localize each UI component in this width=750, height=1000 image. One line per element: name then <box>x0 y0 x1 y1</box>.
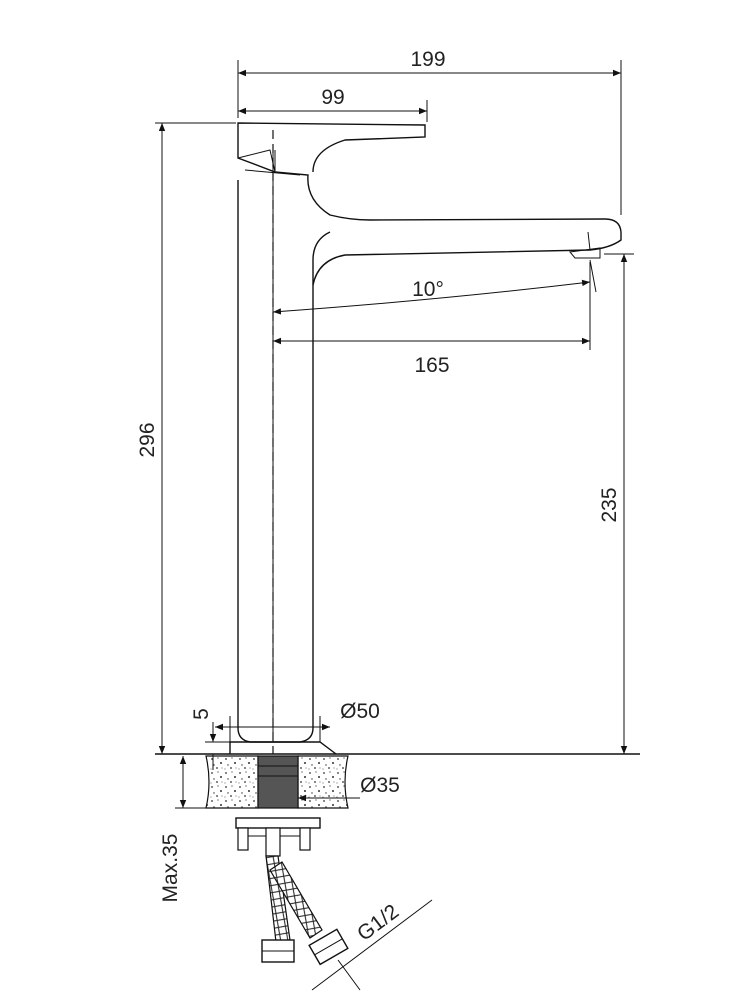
dim-max-counter-label: Max.35 <box>159 834 182 903</box>
flexible-hoses <box>261 855 349 966</box>
faucet-column <box>237 180 331 743</box>
hose-nut-right <box>308 928 349 966</box>
mounting-hardware <box>235 817 321 857</box>
mounting-plate <box>235 817 321 829</box>
dim-spout-reach: 165 <box>273 262 591 377</box>
dim-spout-height: 235 <box>598 253 634 754</box>
dim-spout-angle: 10° <box>272 259 597 315</box>
dim-total-width-label: 199 <box>410 48 445 71</box>
dim-hole-diameter-label: Ø35 <box>360 774 400 797</box>
dim-spacer-label: 5 <box>190 708 213 720</box>
mounting-nut-left <box>237 827 249 851</box>
dim-total-height: 296 <box>136 122 236 754</box>
faucet-body <box>229 122 622 755</box>
dim-handle-width-label: 99 <box>321 86 344 109</box>
dim-base-diameter: Ø50 <box>215 700 380 742</box>
countertop-section <box>155 753 640 809</box>
base-flange <box>229 741 337 755</box>
dim-base-diameter-label: Ø50 <box>340 700 380 723</box>
mounting-shank <box>257 755 299 809</box>
dim-spout-reach-label: 165 <box>414 354 449 377</box>
hose-right <box>269 861 323 939</box>
dim-total-height-label: 296 <box>136 422 159 457</box>
dim-hole-diameter: Ø35 <box>298 774 400 802</box>
dim-spout-height-label: 235 <box>598 487 621 522</box>
dim-spacer: 5 <box>190 708 230 770</box>
handle-detail <box>237 149 301 176</box>
dim-thread-label: G1/2 <box>353 900 403 946</box>
dim-handle-width: 99 <box>238 86 428 122</box>
counter-right-block <box>297 755 349 809</box>
aerator-edge <box>587 231 591 251</box>
mounting-nut-right <box>299 827 311 851</box>
hose-connector-top <box>265 827 281 857</box>
dim-max-counter: Max.35 <box>159 756 206 902</box>
dim-total-width: 199 <box>237 48 622 215</box>
spout <box>237 122 622 286</box>
dim-spout-angle-label: 10° <box>412 278 444 301</box>
counter-left-block <box>205 755 259 809</box>
